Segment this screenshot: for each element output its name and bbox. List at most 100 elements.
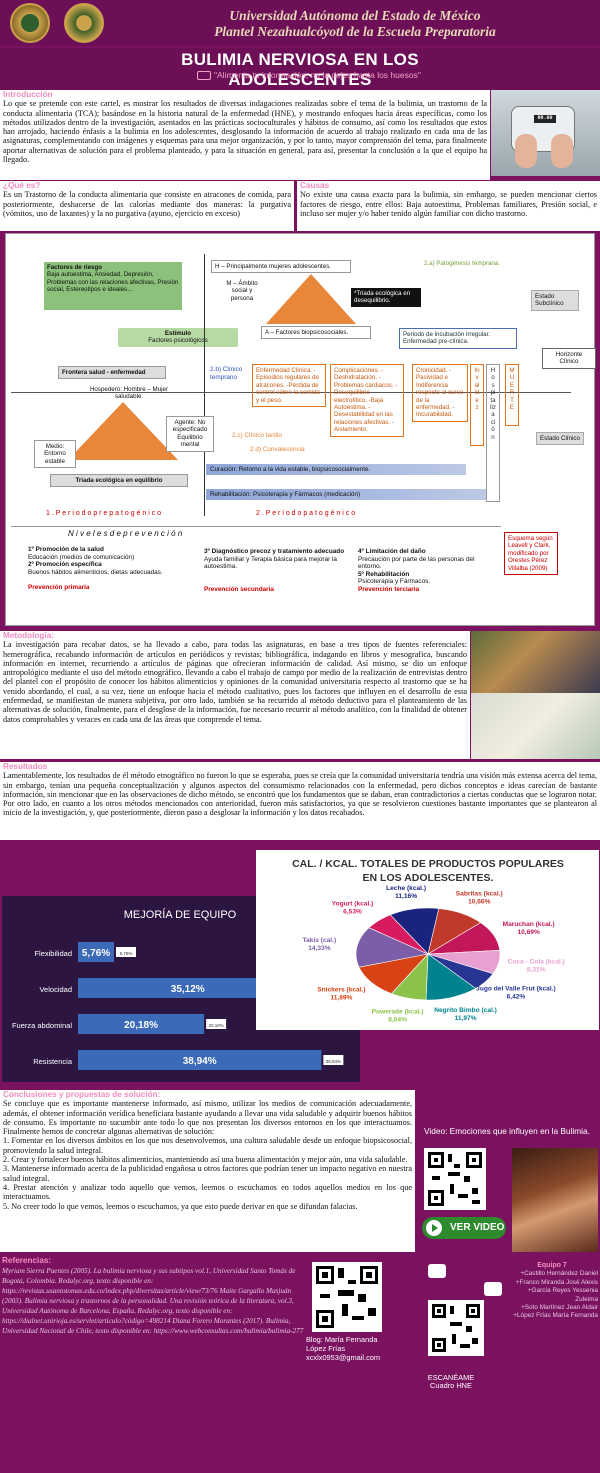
ver-video-button[interactable]: VER VIDEO: [422, 1217, 506, 1239]
referencias-heading: Referencias:: [2, 1256, 52, 1265]
divider-line: [204, 254, 205, 516]
poster: { "header": { "university": "Universidad…: [0, 0, 600, 1390]
pie-slice-label: Powerade (kcal.): [372, 1009, 424, 1016]
poster-title: BULIMIA NERVIOSA EN LOS ADOLESCENTES: [181, 50, 419, 89]
bar-value-label: 35,12%: [171, 984, 205, 995]
bar-value-label: 5,76%: [82, 948, 110, 959]
pie-slice-value: 6,42%: [507, 993, 526, 1000]
pointing-hand-icon: [428, 1264, 446, 1278]
clinico-temprano-label: 2.b) Clínico temprano: [210, 366, 243, 381]
a-label: A – Factores biopsicosociales.: [261, 326, 371, 340]
bar-chart-title: MEJORÍA DE EQUIPO: [124, 908, 237, 921]
patogenesis-label: 2.a) Patogénesis temprana.: [424, 260, 501, 267]
que-es-heading: ¿Qué es?: [3, 181, 41, 190]
pie-slice-label: Leche (kcal.): [386, 885, 426, 892]
invalidez-box: Invalidez: [470, 364, 484, 446]
pie-slice-value: 8,04%: [388, 1017, 407, 1024]
team-heading: Equipo 7: [537, 1262, 567, 1269]
solution-item: 2. Crear y fortalecer buenos hábitos ali…: [3, 1155, 408, 1165]
factores-riesgo-box: Factores de riesgo Baja autoestima, Ansi…: [44, 262, 182, 310]
pie-slice-label: Coca - Cola (kcal.): [508, 959, 565, 966]
causas-heading: Causas: [300, 181, 330, 190]
video-label: Video: Emociones que influyen en la Buli…: [424, 1126, 590, 1136]
play-icon: [426, 1220, 442, 1236]
pie-slice-value: 10,69%: [517, 929, 540, 936]
periodo-patogenico: 2 . P e r i o d o p a t o g é n i c o: [256, 510, 356, 517]
horizon-line: [11, 392, 571, 393]
email-link[interactable]: xcxlx0953@gmail.com: [306, 1353, 381, 1362]
pie-slice-value: 10,66%: [468, 898, 491, 905]
megaphone-icon: [197, 71, 211, 80]
hospitalizacion-box: Hospitalización: [486, 364, 500, 502]
causas-section: Causas No existe una causa exacta para l…: [297, 181, 600, 231]
triangle-equilibrio: [68, 402, 178, 460]
pie-slice-value: 8,31%: [527, 967, 546, 974]
team-member: +García Reyes Yessenia Zuleima: [527, 1287, 598, 1303]
blog-contact: Blog: María Fernanda López Frías xcxlx09…: [306, 1335, 424, 1473]
bar-category-label: Velocidad: [39, 985, 72, 994]
team-members: +Castillo Hernández Daniel+Franco Mirand…: [506, 1270, 598, 1320]
team-member: +López Frías María Fernanda: [513, 1312, 598, 1320]
conclusiones-heading: Conclusiones y propuestas de solución:: [3, 1090, 161, 1099]
cronicidad-box: Cronicidad. -Pasividad e Indiferencia re…: [412, 364, 468, 422]
qr-pattern: [432, 1304, 480, 1352]
bar-value-label: 20,18%: [124, 1020, 158, 1031]
triada-label: *Triada ecológica en desequilibrio.: [351, 288, 421, 307]
pie-slice-label: Jugo del Valle Frut (kcal.): [476, 985, 556, 992]
pie-chart: CAL. / KCAL. TOTALES DE PRODUCTOS POPULA…: [256, 850, 599, 1030]
incubacion-box: Periodo de incubación irregular. Enferme…: [399, 328, 517, 349]
bar-data-tag: [116, 947, 136, 957]
bar: [78, 978, 298, 998]
resultados-heading: Resultados: [3, 762, 48, 771]
pie-chart-svg: CAL. / KCAL. TOTALES DE PRODUCTOS POPULA…: [292, 858, 565, 1024]
metodologia-section: Metodología: La investigación para recab…: [0, 631, 470, 759]
estimulo-box: Estímulo Factores psicológicos: [118, 328, 238, 347]
bar-value-label: 38,94%: [183, 1056, 217, 1067]
pie-slice-label: Sabritas (kcal.): [456, 890, 503, 897]
resultados-section: Resultados Lamentablemente, los resultad…: [0, 762, 600, 840]
bar-data-tag: [206, 1019, 227, 1029]
foot-icon: [551, 134, 573, 168]
escaneame-label: ESCANÉAME Cuadro HNE: [427, 1373, 475, 1390]
interview-photo: [471, 631, 600, 693]
bar-data-tag-label: 38,94%: [326, 1059, 341, 1064]
estado-clinico: Estado Clínico: [536, 432, 584, 446]
team-section: Equipo 7 +Castillo Hernández Daniel+Fran…: [506, 1262, 598, 1321]
triangle-desequilibrio: [266, 274, 356, 324]
muerte-box: MUERTE: [505, 364, 519, 426]
qr-pattern: [428, 1152, 482, 1206]
intro-heading: Introducción: [3, 90, 53, 99]
triada-equilibrio-box: Triada ecológica en equilibrio: [50, 474, 188, 488]
causas-text: No existe una causa exacta para la bulim…: [300, 190, 597, 218]
university-name: Universidad Autónoma del Estado de Méxic…: [214, 8, 496, 39]
convalecencia-label: 2.d) Convalecencia: [250, 446, 305, 453]
uaem-logo: [10, 3, 50, 43]
solution-item: 4. Prestar atención y analizar todo aque…: [3, 1182, 412, 1202]
m-label: M – Ámbito social y persona: [226, 280, 258, 302]
video-qr-code[interactable]: [424, 1148, 486, 1210]
pie-slice: [389, 907, 440, 955]
pie-slice-label: Yogurt (kcal.): [332, 900, 374, 907]
pie-slice-value: 11,89%: [330, 994, 352, 1001]
prevencion-primaria-box: 1º Promoción de la salud Educación (medi…: [28, 546, 163, 591]
pie-chart-title-1: CAL. / KCAL. TOTALES DE PRODUCTOS POPULA…: [292, 858, 564, 870]
header: Universidad Autónoma del Estado de Méxic…: [0, 0, 600, 46]
estado-subclinico: Estado Subclínico: [531, 290, 579, 311]
scale-photo: 88.00: [491, 90, 600, 176]
intro-text: Lo que se pretende con este cartel, es m…: [3, 99, 487, 165]
team-member: +Franco Miranda José Alexis: [515, 1278, 598, 1286]
blog-qr-code[interactable]: [312, 1262, 382, 1332]
bar-category-label: Resistencia: [33, 1057, 73, 1066]
que-es-text: Es un Trastorno de la conducta alimentar…: [3, 190, 291, 218]
team-member: +Soto Martínez Jean Aldair: [521, 1304, 598, 1312]
pie-chart-title-2: EN LOS ADOLESCENTES.: [363, 872, 494, 884]
products-photo: [471, 693, 600, 759]
solution-item: 3. Mantenerse informado acerca de la pub…: [3, 1164, 412, 1183]
enfermedad-clinica-box: Enfermedad Clínica. -Episodios regulares…: [252, 364, 326, 408]
hne-qr-code[interactable]: [428, 1300, 484, 1356]
bar-data-tag-label: 20,18%: [208, 1023, 223, 1028]
solution-item: 5. No creer todo lo que vemos, leemos o …: [3, 1201, 358, 1211]
periodo-prepatogenico: 1 . P e r i o d o p r e p a t o g é n i …: [46, 510, 162, 517]
rehabilitacion-arrow: Rehabilitación: Psicoterapia y Fármacos …: [206, 489, 486, 500]
